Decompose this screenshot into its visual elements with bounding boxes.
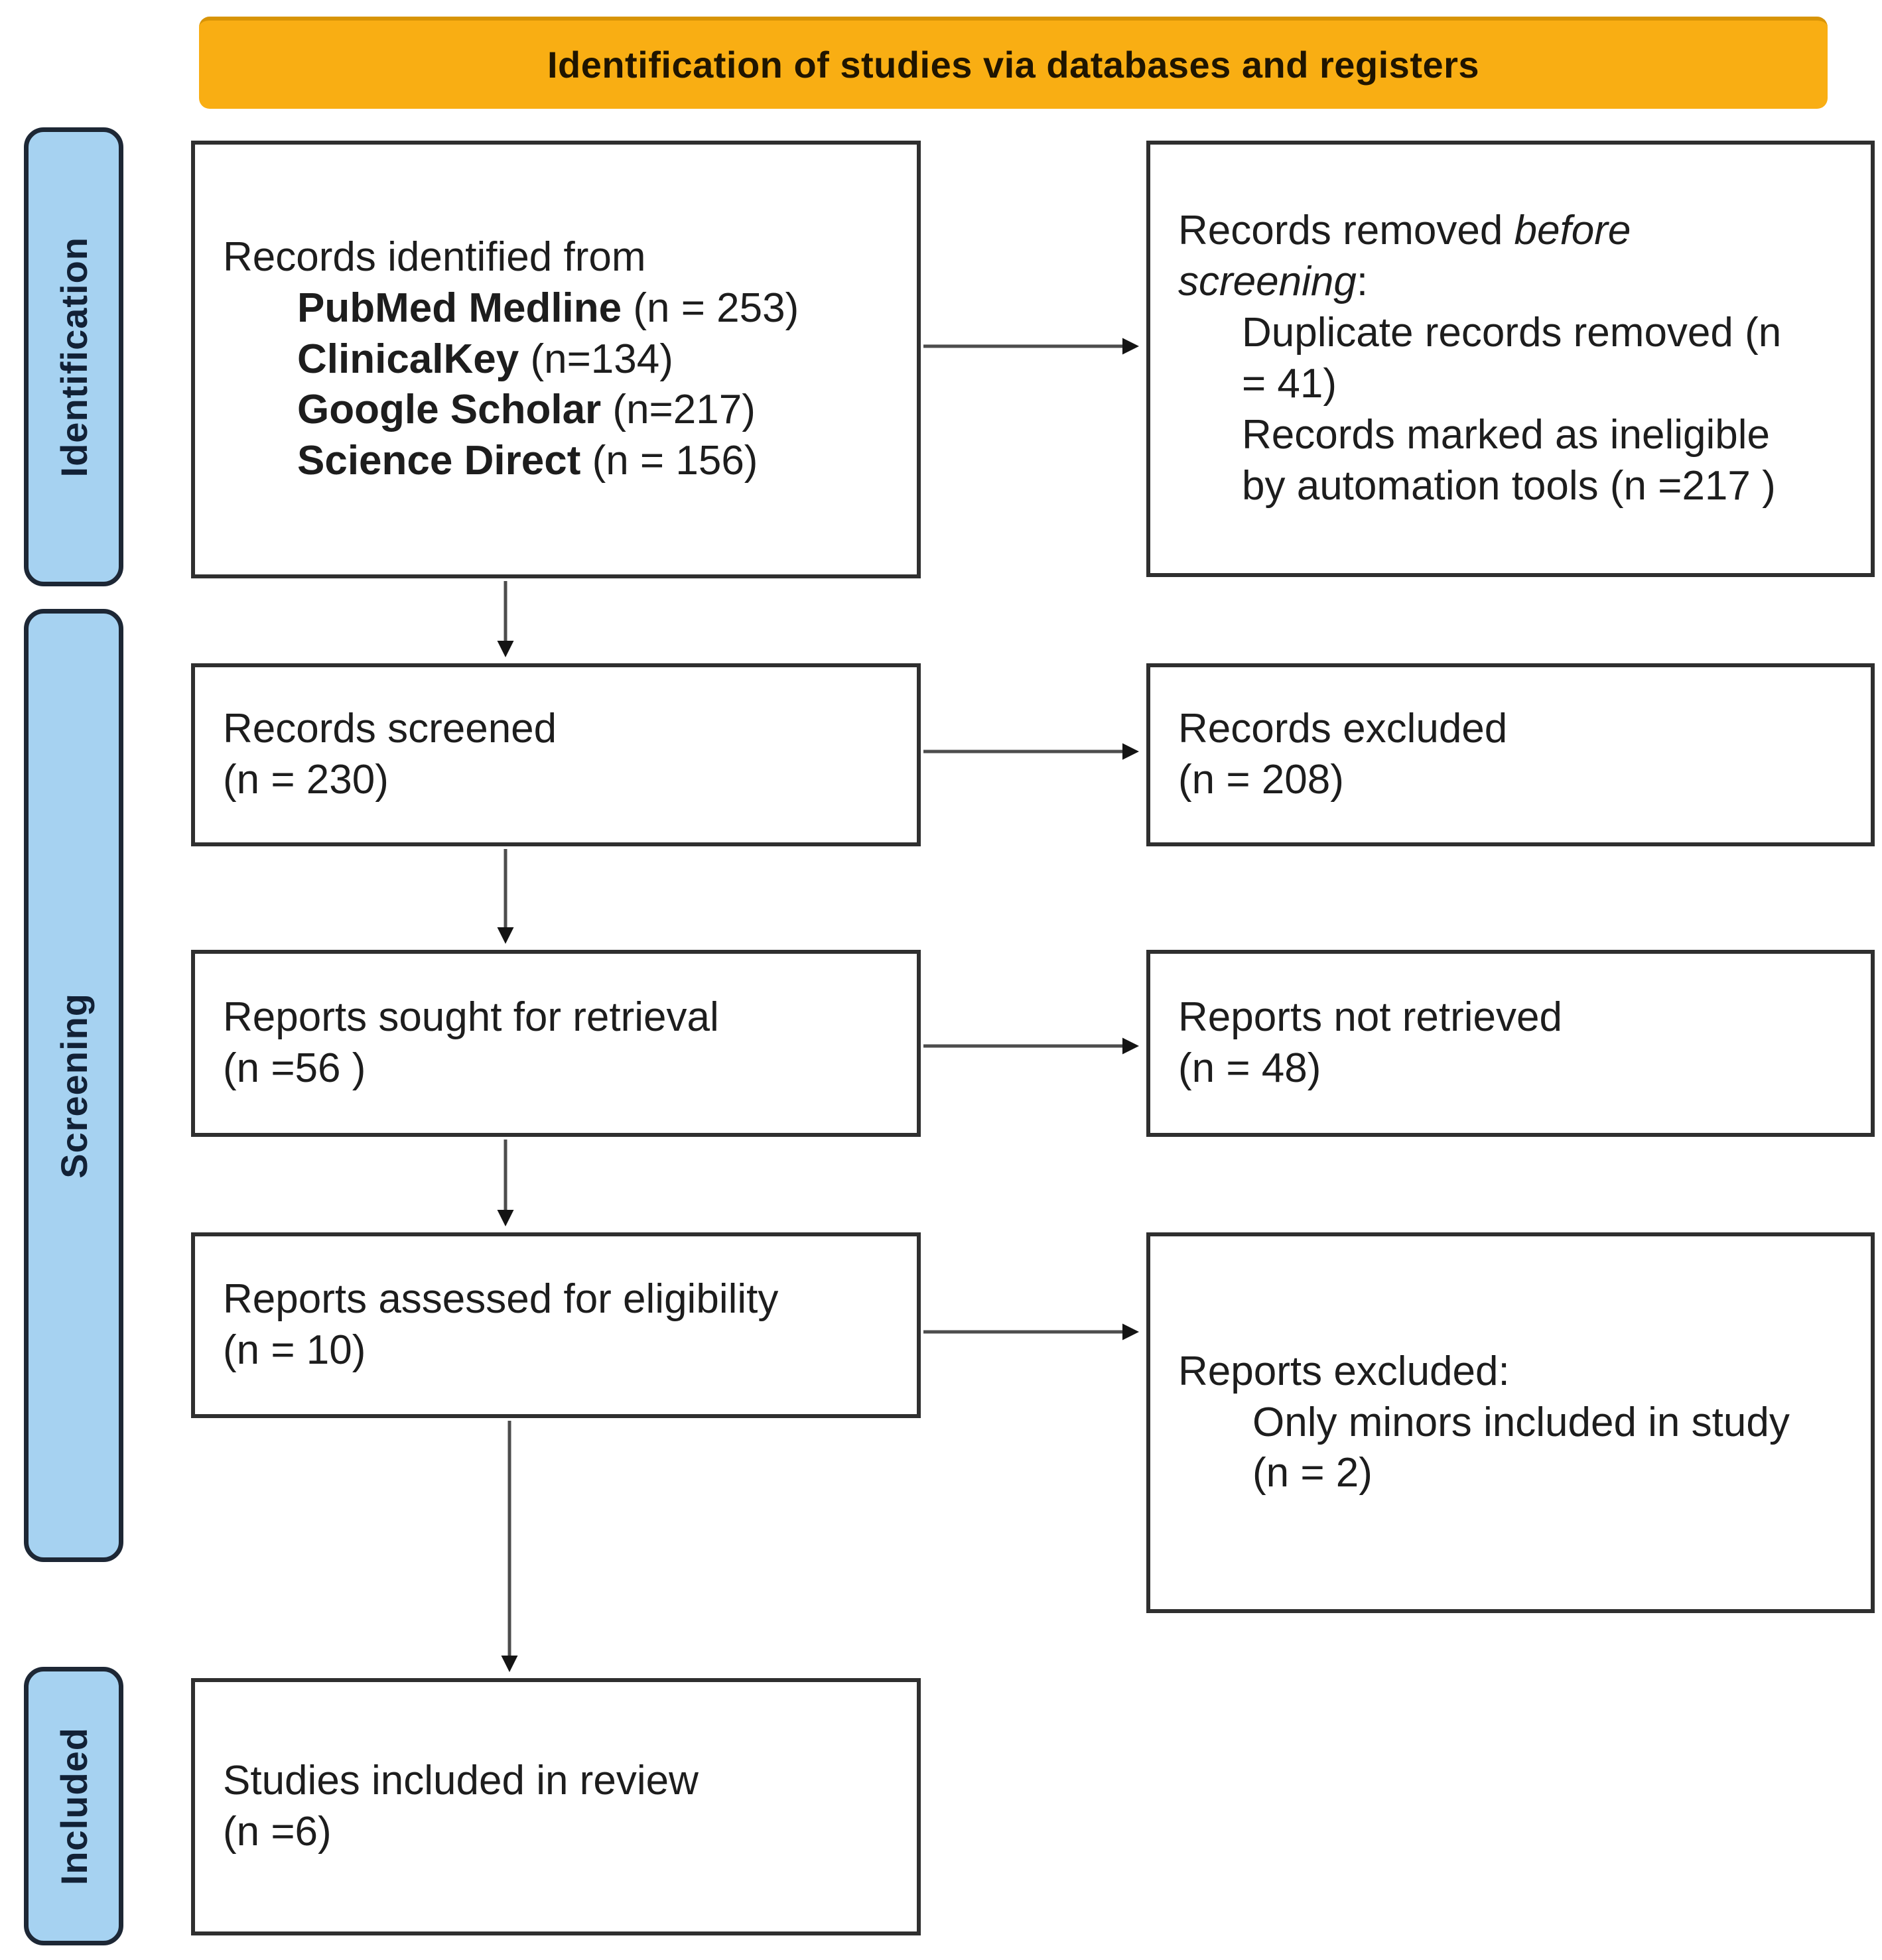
- stage-label-identification: Identification: [52, 236, 95, 478]
- box-line: Records identified from: [223, 233, 646, 280]
- box-line: screening:: [1178, 259, 1369, 305]
- box-line: Reports excluded:: [1178, 1348, 1510, 1394]
- box-line: (n = 208): [1178, 757, 1344, 803]
- stage-bar-identification: Identification: [24, 127, 123, 586]
- box-line: Science Direct (n = 156): [297, 438, 758, 484]
- box-reports-assessed: Reports assessed for eligibility (n = 10…: [191, 1232, 921, 1418]
- box-line: Records marked as ineligible: [1242, 411, 1771, 458]
- box-line: Reports not retrieved: [1178, 994, 1562, 1041]
- box-line: PubMed Medline (n = 253): [297, 285, 799, 331]
- box-records-removed-before-screening: Records removed before screening: Duplic…: [1146, 141, 1875, 577]
- box-line: Reports assessed for eligibility: [223, 1276, 779, 1323]
- stage-label-included: Included: [52, 1727, 95, 1886]
- box-line: Reports sought for retrieval: [223, 994, 719, 1041]
- box-reports-excluded: Reports excluded: Only minors included i…: [1146, 1232, 1875, 1613]
- box-records-identified: Records identified from PubMed Medline (…: [191, 141, 921, 578]
- box-line: (n =6): [223, 1809, 332, 1855]
- box-line: by automation tools (n =217 ): [1242, 462, 1776, 509]
- box-line: (n =56 ): [223, 1045, 366, 1091]
- stage-bar-included: Included: [24, 1667, 123, 1945]
- box-line: (n = 2): [1252, 1450, 1373, 1496]
- box-line: (n = 48): [1178, 1045, 1321, 1091]
- box-line: Studies included in review: [223, 1758, 699, 1804]
- box-line: Only minors included in study: [1252, 1399, 1790, 1445]
- box-line: Google Scholar (n=217): [297, 387, 756, 433]
- box-records-excluded: Records excluded (n = 208): [1146, 663, 1875, 846]
- box-reports-not-retrieved: Reports not retrieved (n = 48): [1146, 950, 1875, 1137]
- box-line: ClinicalKey (n=134): [297, 336, 673, 382]
- box-studies-included: Studies included in review (n =6): [191, 1678, 921, 1935]
- banner-title: Identification of studies via databases …: [199, 17, 1828, 109]
- box-line: = 41): [1242, 361, 1337, 407]
- stage-bar-screening: Screening: [24, 609, 123, 1562]
- box-line: (n = 230): [223, 757, 389, 803]
- box-reports-sought: Reports sought for retrieval (n =56 ): [191, 950, 921, 1137]
- box-line: Duplicate records removed (n: [1242, 310, 1782, 356]
- box-line: Records screened: [223, 706, 557, 752]
- stage-label-screening: Screening: [52, 992, 95, 1179]
- box-line: Records removed before: [1178, 208, 1631, 254]
- box-records-screened: Records screened (n = 230): [191, 663, 921, 846]
- box-line: Records excluded: [1178, 706, 1508, 752]
- box-line: (n = 10): [223, 1327, 366, 1373]
